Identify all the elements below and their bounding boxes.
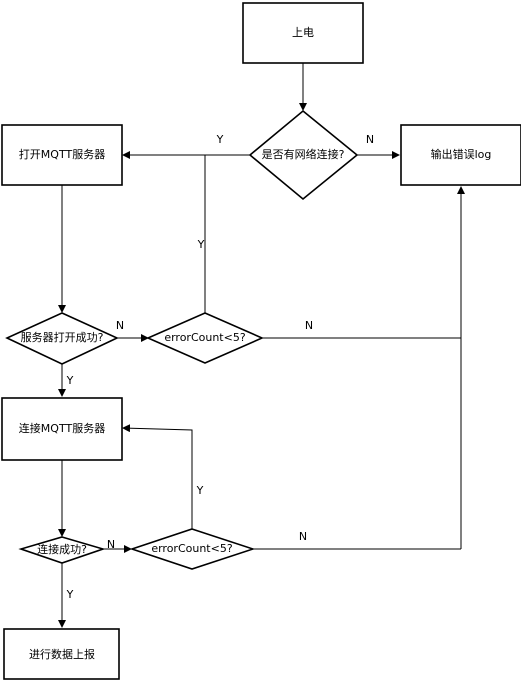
node-report-data: 进行数据上报	[3, 628, 120, 680]
node-network-check-label: 是否有网络连接?	[262, 147, 345, 161]
edge-retry2-yes	[122, 424, 193, 529]
label-retry2-yes: Y	[196, 484, 204, 497]
connectors	[58, 63, 465, 628]
label-connect-no: N	[107, 538, 115, 551]
label-connect-yes: Y	[66, 588, 74, 601]
node-output-error-log-label: 输出错误log	[431, 147, 492, 161]
node-power-on: 上电	[242, 2, 364, 64]
node-connect-success-label: 连接成功?	[37, 543, 87, 556]
node-network-check: 是否有网络连接?	[248, 109, 359, 201]
edge-labels: Y N Y N N Y Y N N Y	[66, 133, 374, 601]
node-open-mqtt-server-label: 打开MQTT服务器	[19, 147, 105, 161]
node-server-open-success: 服务器打开成功?	[5, 312, 119, 365]
node-connect-success: 连接成功?	[18, 536, 106, 564]
node-report-data-label: 进行数据上报	[29, 647, 95, 661]
label-net-yes: Y	[216, 133, 224, 146]
node-error-count-1-label: errorCount<5?	[164, 331, 246, 344]
node-open-mqtt-server: 打开MQTT服务器	[1, 124, 123, 186]
label-retry1-no: N	[305, 319, 313, 332]
node-power-on-label: 上电	[292, 26, 314, 39]
node-connect-mqtt-server: 连接MQTT服务器	[1, 397, 123, 461]
node-server-open-success-label: 服务器打开成功?	[21, 330, 104, 344]
label-retry2-no: N	[299, 530, 307, 543]
label-open-no: N	[116, 319, 124, 332]
label-retry1-yes: Y	[197, 238, 205, 251]
node-error-count-2-label: errorCount<5?	[151, 542, 233, 555]
label-open-yes: Y	[66, 374, 74, 387]
node-connect-mqtt-server-label: 连接MQTT服务器	[19, 422, 105, 435]
node-output-error-log: 输出错误log	[400, 124, 521, 186]
node-error-count-2: errorCount<5?	[129, 528, 256, 570]
label-net-no: N	[366, 133, 374, 146]
node-error-count-1: errorCount<5?	[146, 312, 264, 364]
